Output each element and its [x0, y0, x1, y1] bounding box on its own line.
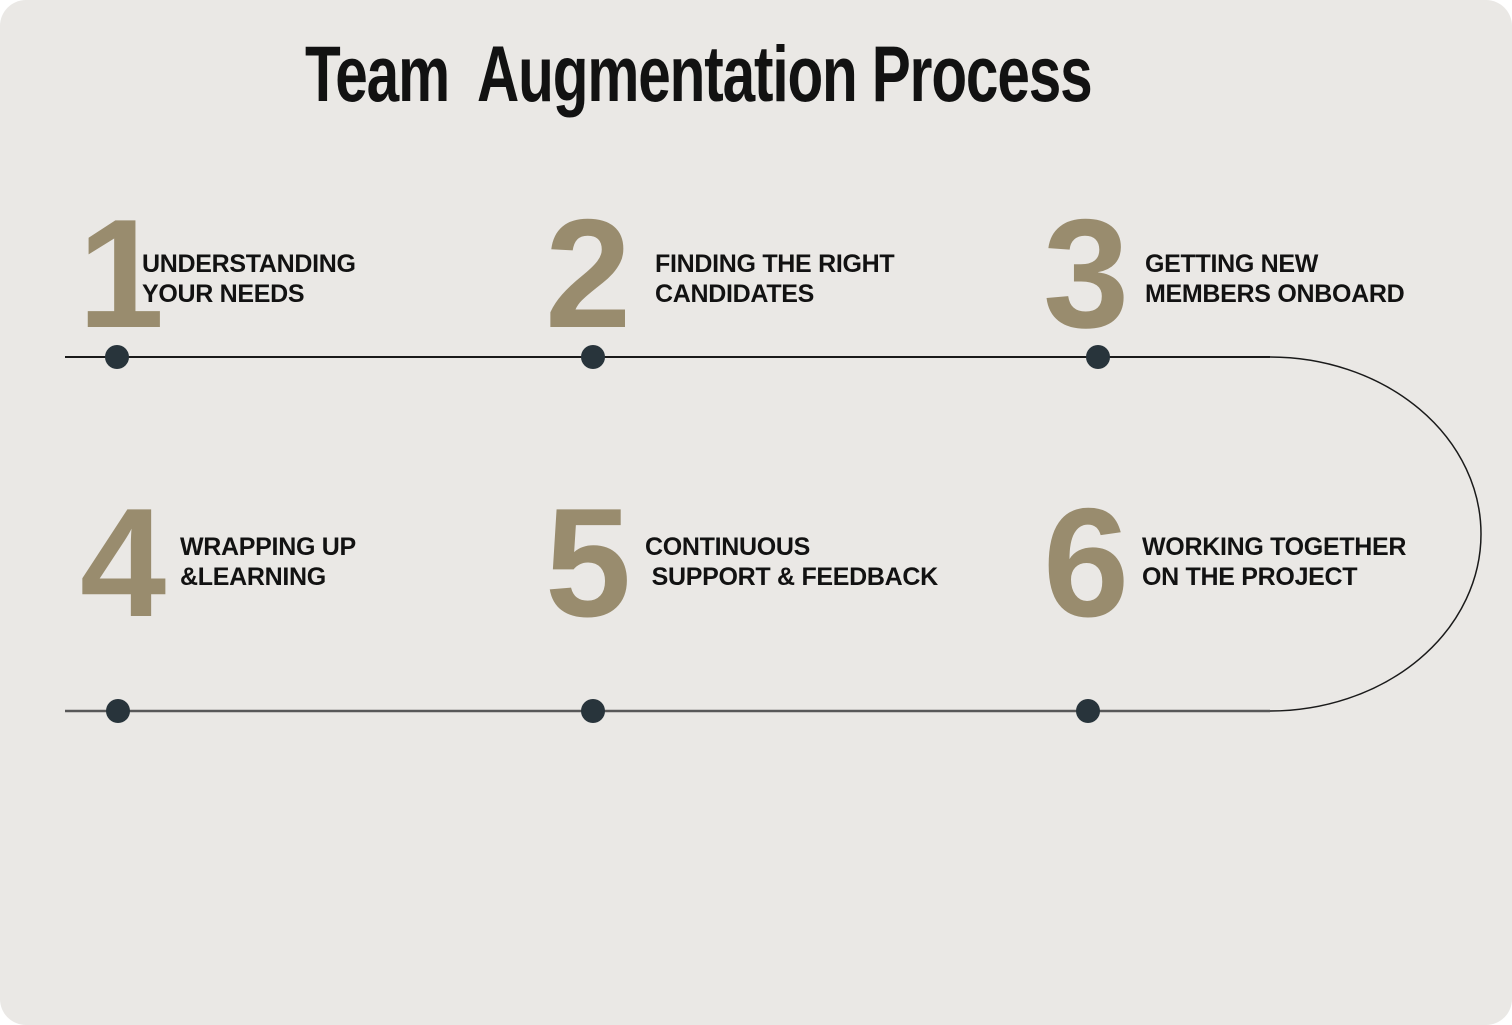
step-1-label-line-1: UNDERSTANDING [142, 250, 356, 278]
step-3-label-line-2: MEMBERS ONBOARD [1145, 280, 1405, 308]
step-2-label: FINDING THE RIGHT CANDIDATES [655, 249, 895, 309]
step-4-label-line-2: &LEARNING [180, 563, 326, 591]
step-3-number: 3 [1043, 187, 1129, 360]
step-5-label-line-2: SUPPORT & FEEDBACK [645, 563, 939, 591]
step-3-dot [1086, 345, 1110, 369]
step-4-label: WRAPPING UP &LEARNING [180, 532, 356, 592]
step-3-label: GETTING NEW MEMBERS ONBOARD [1145, 249, 1405, 309]
step-4-number: 4 [80, 476, 166, 649]
step-4-dot [106, 699, 130, 723]
step-2-dot [581, 345, 605, 369]
step-2-label-line-2: CANDIDATES [655, 280, 815, 308]
step-5-label-line-1: CONTINUOUS [645, 533, 811, 561]
step-2-label-line-1: FINDING THE RIGHT [655, 250, 895, 278]
step-6-label-line-1: WORKING TOGETHER [1142, 533, 1407, 561]
step-6-dot [1076, 699, 1100, 723]
step-1-label-line-2: YOUR NEEDS [142, 280, 305, 308]
step-2-number: 2 [545, 187, 631, 360]
flow-return-curve [1269, 356, 1482, 712]
step-5-dot [581, 699, 605, 723]
step-1-label: UNDERSTANDING YOUR NEEDS [142, 249, 356, 309]
step-4-label-line-1: WRAPPING UP [180, 533, 356, 561]
step-3-label-line-1: GETTING NEW [1145, 250, 1319, 278]
step-6-number: 6 [1043, 476, 1129, 649]
step-6-label: WORKING TOGETHER ON THE PROJECT [1142, 532, 1406, 592]
step-5-number: 5 [545, 476, 631, 649]
step-1-number: 1 [78, 187, 164, 360]
step-6-label-line-2: ON THE PROJECT [1142, 563, 1358, 591]
step-5-label: CONTINUOUS SUPPORT & FEEDBACK [645, 532, 938, 592]
step-1-dot [105, 345, 129, 369]
page-title: Team Augmentation Process [305, 29, 1093, 118]
